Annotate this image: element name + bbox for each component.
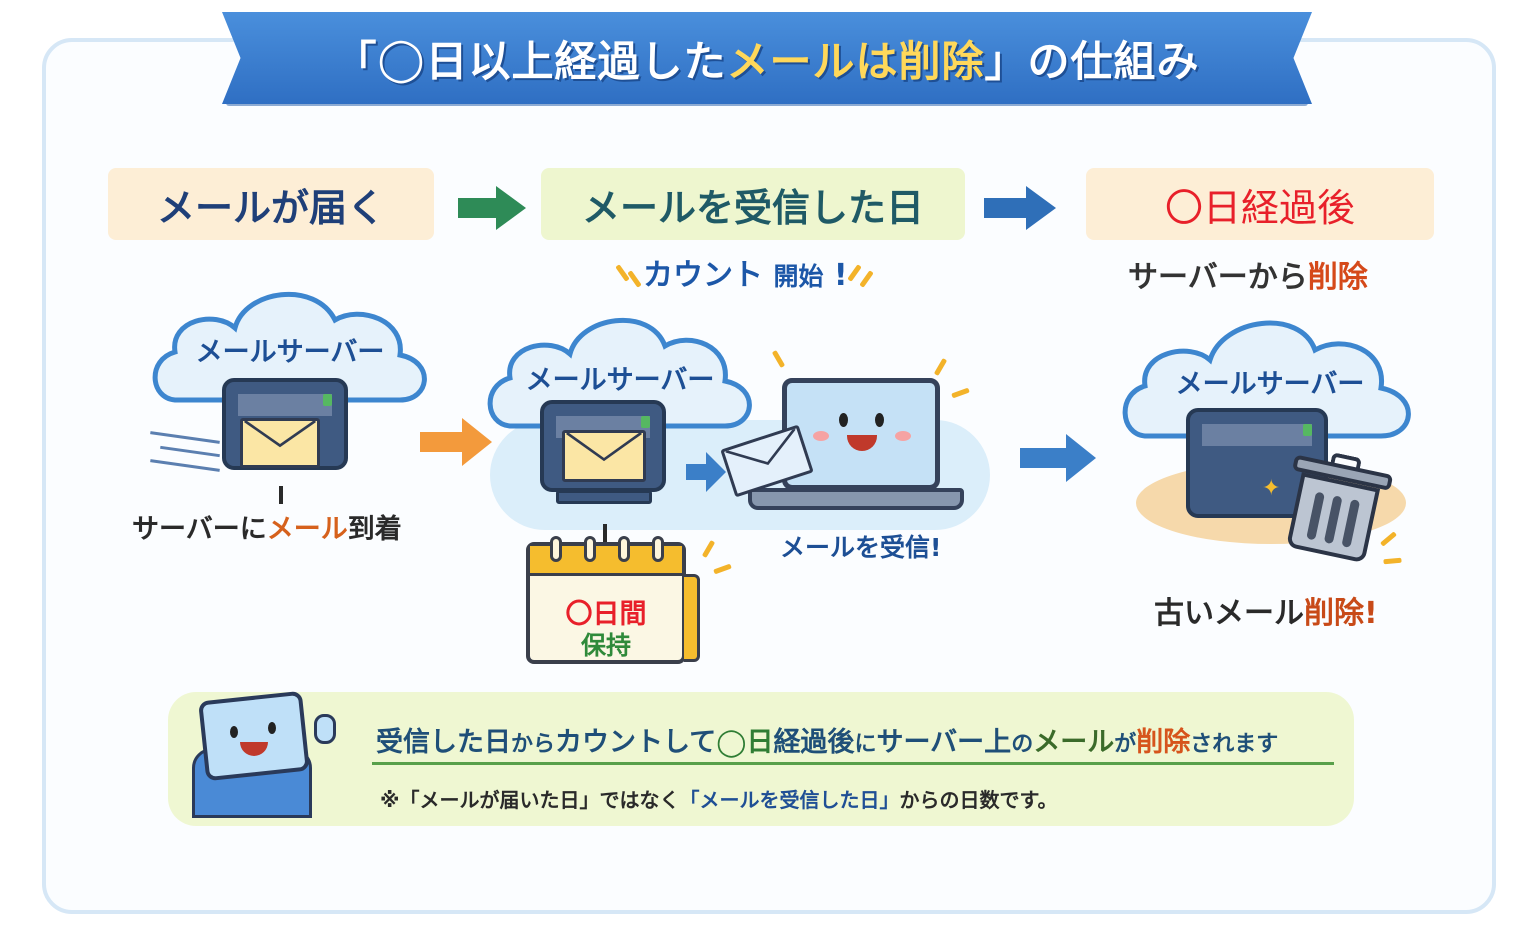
flow-arrow-blue	[1020, 434, 1096, 482]
step-received-day-label: メールを受信した日	[581, 185, 924, 230]
connector-line	[279, 486, 283, 504]
receive-caption: メールを受信!	[780, 533, 942, 562]
summary-suffix: されます	[1190, 732, 1279, 757]
summary-underline	[372, 762, 1334, 765]
calendar-keep-label: 保持	[580, 631, 631, 660]
step-days-elapsed-label: 〇日経過後	[1164, 185, 1355, 230]
step-arrow-blue	[984, 186, 1056, 230]
title-part1: 日以上経過した	[425, 36, 727, 86]
count-start-small: 開始	[773, 262, 824, 291]
count-start-mark: !	[833, 258, 848, 293]
title-highlight: メールは削除	[726, 36, 985, 86]
summary-received-day: 受信した日	[376, 727, 511, 758]
cloud-label: メールサーバー	[195, 337, 385, 368]
summary-note: ※「メールが届いた日」ではなく「メールを受信した日」からの日数です。	[380, 784, 1057, 813]
envelope-icon	[562, 430, 646, 482]
title-open-bracket: 「	[334, 36, 378, 86]
summary-elapsed: 経過後	[773, 727, 855, 758]
summary-box	[168, 692, 1354, 826]
envelope-icon	[720, 424, 814, 498]
summary-main-text: 受信した日からカウントして◯日経過後にサーバー上のメールが削除されます	[376, 720, 1278, 759]
title-circle: ◯	[377, 33, 426, 83]
cloud-label: メールサーバー	[1175, 369, 1365, 400]
step-received-day: メールを受信した日	[541, 168, 965, 240]
laptop-face-eye	[875, 413, 884, 427]
arrival-caption: サーバーにメール到着	[132, 507, 402, 546]
flow-arrow-blue-small	[686, 452, 726, 492]
delete-from-highlight: 削除	[1307, 260, 1368, 295]
step-mail-arrives: メールが届く	[108, 168, 434, 240]
count-start-main: カウント	[643, 258, 763, 293]
arrival-caption-highlight: メール	[266, 514, 348, 545]
delete-caption: 古いメール削除!	[1154, 588, 1378, 632]
flow-arrow-orange	[420, 418, 492, 466]
summary-ni: に	[854, 732, 877, 757]
cloud-icon: メールサーバー	[145, 280, 435, 410]
calendar-days-label: 〇日間	[565, 599, 647, 630]
connector-line	[603, 524, 607, 546]
title-part2: の仕組み	[1027, 36, 1200, 86]
summary-on-server: サーバー上	[876, 727, 1012, 758]
laptop-face-cheek	[895, 431, 911, 441]
count-start-label: カウント 開始 !	[643, 250, 848, 294]
summary-note-highlight: 「メールを受信した日」	[679, 788, 900, 812]
delete-from-server-label: サーバーから削除	[1128, 252, 1368, 296]
cloud-icon: メールサーバー	[480, 306, 760, 436]
envelope-icon	[240, 418, 320, 468]
envelope-mascot-icon	[178, 678, 354, 818]
step-arrow-green	[458, 186, 526, 230]
summary-day: 日	[746, 727, 774, 758]
title-close-bracket: 」	[984, 36, 1028, 86]
sparkle-icon: ✦	[1262, 476, 1281, 501]
summary-note-prefix: ※「メールが届いた日」ではなく	[380, 788, 680, 812]
laptop-face-mouth	[847, 435, 877, 451]
arrival-caption-suffix: 到着	[347, 514, 402, 545]
server-stand	[556, 490, 652, 504]
delete-from-prefix: サーバーから	[1128, 260, 1308, 295]
summary-from: から	[511, 732, 556, 757]
laptop-face-eye	[839, 413, 848, 427]
summary-circle: ◯	[716, 727, 747, 758]
step-mail-arrives-label: メールが届く	[156, 185, 385, 230]
step-days-elapsed: 〇日経過後	[1086, 168, 1434, 240]
delete-caption-highlight: 削除!	[1304, 596, 1378, 631]
delete-caption-prefix: 古いメール	[1154, 596, 1304, 631]
summary-note-suffix: からの日数です。	[899, 788, 1058, 812]
arrival-caption-prefix: サーバーに	[132, 514, 267, 545]
laptop-base	[748, 488, 964, 510]
laptop-face-cheek	[813, 431, 829, 441]
summary-no: の	[1011, 732, 1034, 757]
cloud-icon: メールサーバー	[1115, 306, 1425, 446]
summary-delete: 削除	[1136, 727, 1191, 758]
title-banner: 「 ◯ 日以上経過した メールは削除 」 の仕組み	[222, 12, 1312, 104]
summary-ga: が	[1114, 732, 1137, 757]
summary-count: カウントして	[555, 727, 717, 758]
cloud-label: メールサーバー	[525, 365, 715, 396]
server-icon: ✦	[1186, 408, 1328, 518]
calendar-icon: 〇日間 保持	[526, 536, 700, 664]
summary-mail: メール	[1033, 727, 1115, 758]
